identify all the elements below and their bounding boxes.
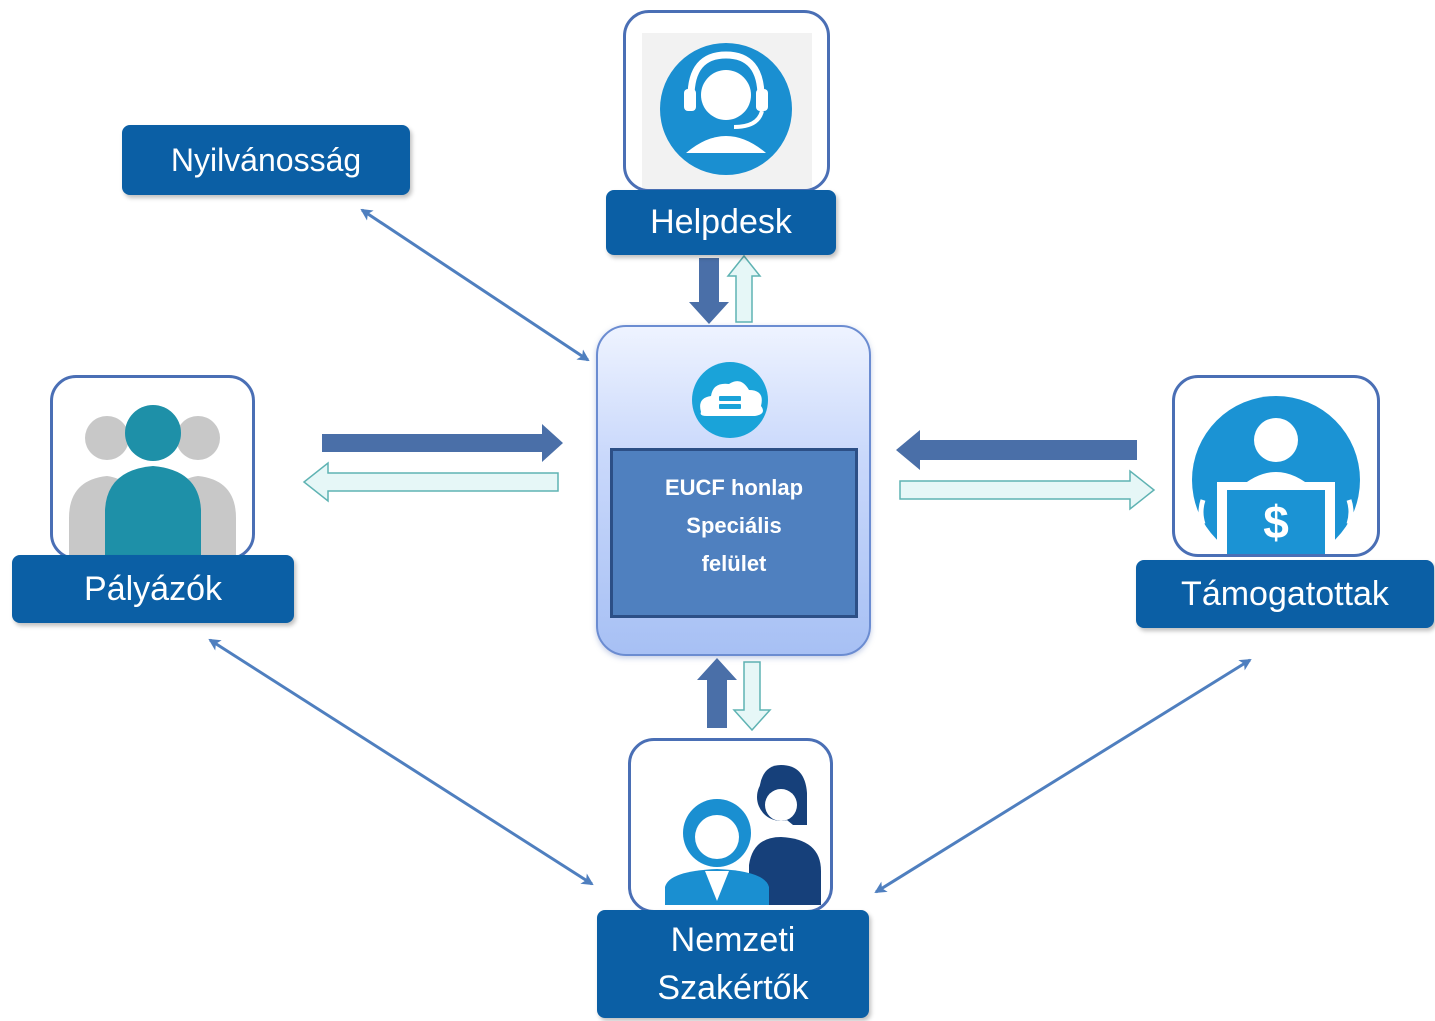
user-group-icon — [69, 405, 236, 557]
node-tamogatottak-label: Támogatottak — [1136, 560, 1434, 628]
node-tamogatottak-frame: $ — [1172, 375, 1380, 557]
center-content-box: EUCF honlap Speciális felület — [610, 448, 858, 618]
nyilvanossag-text: Nyilvánosság — [170, 141, 362, 178]
arrow-palyazok-to-center — [322, 424, 563, 462]
center-line-3: felület — [701, 551, 767, 576]
node-nyilvanossag-label: Nyilvánosság — [122, 125, 410, 195]
arrow-helpdesk-to-center — [689, 258, 729, 324]
node-palyazok-label: Pályázók — [12, 555, 294, 623]
node-nemzeti-label: Nemzeti Szakértők — [597, 910, 869, 1018]
helpdesk-text: Helpdesk — [650, 203, 792, 241]
arrow-nyilvanossag-center — [360, 208, 590, 362]
cloud-server-icon — [692, 362, 768, 438]
experts-icon — [665, 765, 821, 905]
arrow-palyazok-nemzeti — [208, 638, 594, 886]
arrow-nemzeti-to-center — [697, 658, 737, 728]
arrow-center-to-palyazok — [302, 461, 559, 503]
node-helpdesk-frame — [623, 10, 830, 192]
arrow-center-to-helpdesk — [726, 254, 762, 323]
palyazok-text: Pályázók — [84, 569, 222, 608]
arrow-tamogatottak-nemzeti — [874, 658, 1252, 894]
nemzeti-text-line1: Nemzeti — [670, 921, 796, 959]
node-palyazok-frame — [50, 375, 255, 560]
svg-text:$: $ — [1263, 496, 1289, 548]
tamogatottak-text: Támogatottak — [1181, 574, 1389, 613]
node-helpdesk-label: Helpdesk — [606, 190, 836, 255]
arrow-center-to-nemzeti — [732, 661, 772, 732]
funded-user-icon: $ — [1192, 396, 1360, 554]
center-line-2: Speciális — [686, 513, 782, 538]
headset-agent-icon — [642, 33, 812, 189]
arrow-center-to-tamogatottak — [899, 469, 1156, 511]
center-line-1: EUCF honlap — [664, 475, 804, 500]
arrow-tamogatottak-to-center — [896, 430, 1137, 470]
nemzeti-text-line2: Szakértők — [657, 969, 809, 1007]
node-nemzeti-frame — [628, 738, 833, 913]
